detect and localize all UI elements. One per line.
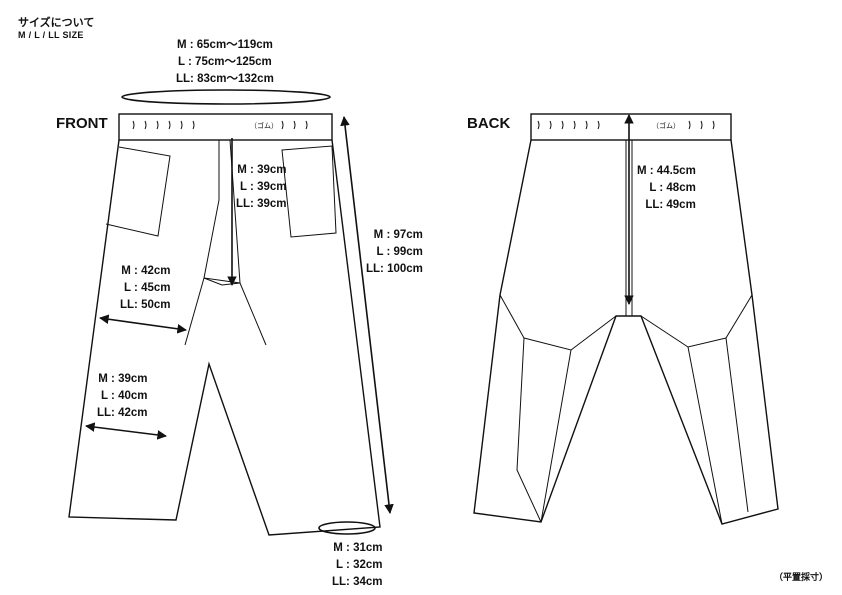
hem-arrow <box>318 521 376 535</box>
back-elastic-label: （ゴム） <box>652 121 680 130</box>
front-crotch-gusset <box>184 277 267 346</box>
back-panel-right <box>640 294 753 525</box>
length-arrow <box>340 116 394 514</box>
front-elastic-label: （ゴム） <box>250 121 278 130</box>
front-label: FRONT <box>56 115 108 132</box>
size-title: サイズについて <box>18 17 95 29</box>
back-outline <box>473 139 779 525</box>
front-pocket-left <box>105 146 171 237</box>
back-label: BACK <box>467 115 511 132</box>
front-outline <box>68 139 381 536</box>
front-waistband <box>118 113 333 141</box>
back-pants: （ゴム） <box>473 113 779 525</box>
front-fly <box>203 139 241 284</box>
flat-measure-note: （平置採寸） <box>773 572 828 582</box>
back-panel-left <box>499 294 617 523</box>
thigh-arrow <box>99 314 187 334</box>
back-waistband <box>530 113 732 141</box>
size-list: M / L / LL SIZE <box>18 30 84 40</box>
waist-arrow <box>121 89 331 105</box>
knee-arrow <box>85 422 167 440</box>
back-elastic-marks <box>537 120 715 130</box>
front-elastic-marks <box>132 120 308 130</box>
front-pants: （ゴム） <box>68 113 381 536</box>
front-pocket-right <box>281 145 337 238</box>
